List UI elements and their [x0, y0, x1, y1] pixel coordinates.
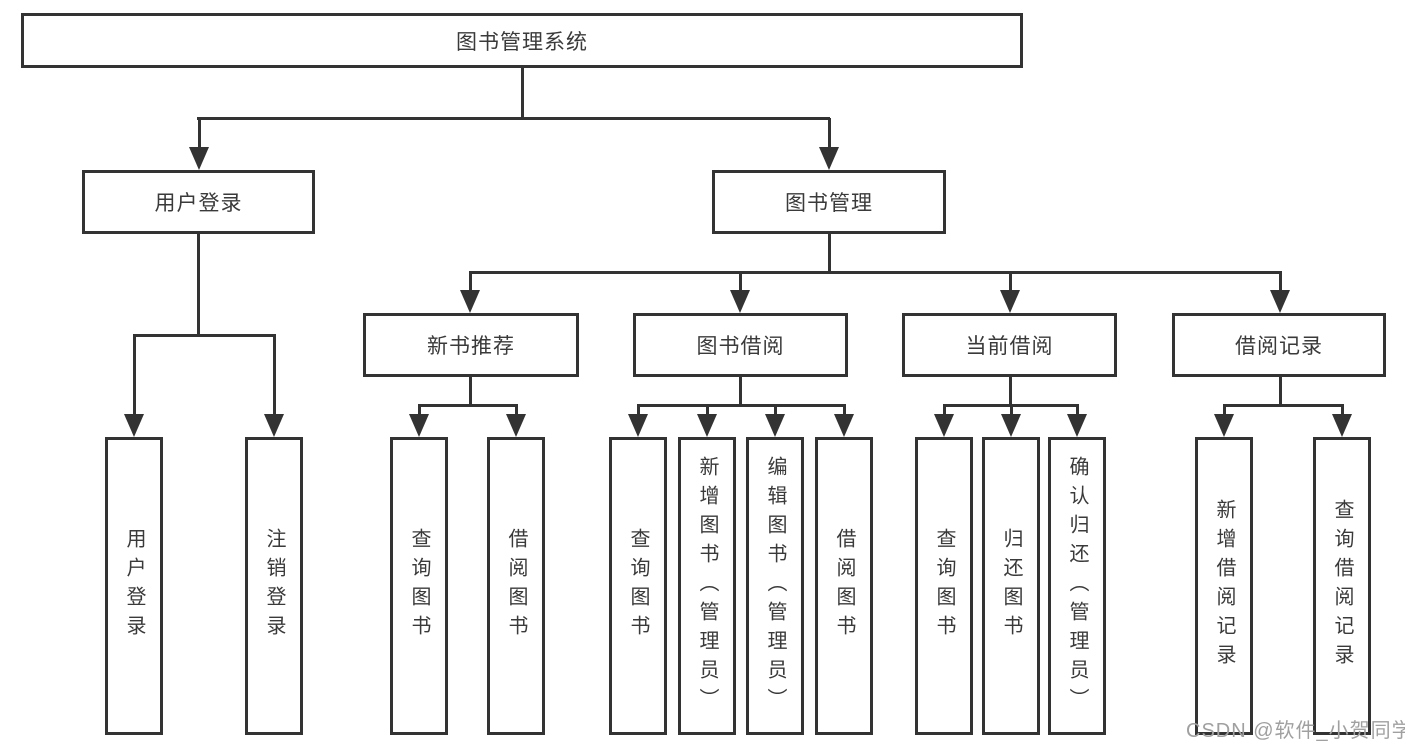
node-borrow-records: 借阅记录 — [1172, 313, 1386, 377]
connector-line-horizontal — [133, 334, 276, 337]
connector-line-vertical — [521, 68, 524, 118]
leaf-borrow-book-label: 借阅图书 — [833, 528, 855, 644]
leaf-edit-book-admin: 编辑图书（管理员） — [746, 437, 804, 735]
leaf-confirm-return-admin-label: 确认归还（管理员） — [1066, 455, 1088, 717]
connector-line-vertical — [739, 376, 742, 407]
leaf-edit-book-admin-label: 编辑图书（管理员） — [764, 455, 786, 717]
leaf-borrow-book-recommend-label: 借阅图书 — [505, 528, 527, 644]
leaf-query-borrow-record-label: 查询借阅记录 — [1331, 499, 1353, 673]
connector-line-vertical — [197, 233, 200, 337]
connector-line-vertical — [1279, 272, 1282, 293]
leaf-add-book-admin-label: 新增图书（管理员） — [696, 455, 718, 717]
leaf-logout-label: 注销登录 — [263, 528, 285, 644]
connector-line-vertical — [774, 405, 777, 419]
arrowhead-down-icon — [834, 414, 854, 437]
arrowhead-down-icon — [819, 147, 839, 170]
connector-line-vertical — [706, 405, 709, 419]
node-current-borrow-label: 当前借阅 — [965, 335, 1054, 358]
connector-line-vertical — [1341, 405, 1344, 419]
node-current-borrow: 当前借阅 — [902, 313, 1117, 377]
leaf-borrow-book-recommend: 借阅图书 — [487, 437, 545, 735]
arrowhead-down-icon — [506, 414, 526, 437]
arrowhead-down-icon — [934, 414, 954, 437]
leaf-add-borrow-record: 新增借阅记录 — [1195, 437, 1253, 735]
node-book-management-label: 图书管理 — [785, 192, 873, 215]
leaf-query-book-current-label: 查询图书 — [933, 528, 955, 644]
arrowhead-down-icon — [1270, 290, 1290, 313]
node-user-login-label: 用户登录 — [154, 192, 243, 215]
node-book-borrow-label: 图书借阅 — [696, 335, 785, 358]
leaf-query-book-recommend: 查询图书 — [390, 437, 448, 735]
node-new-book-recommend: 新书推荐 — [363, 313, 579, 377]
connector-line-horizontal — [943, 404, 1079, 407]
node-book-borrow: 图书借阅 — [633, 313, 848, 377]
connector-line-vertical — [198, 118, 201, 150]
connector-line-vertical — [469, 376, 472, 407]
leaf-query-book-borrow-label: 查询图书 — [627, 528, 649, 644]
leaf-query-book-recommend-label: 查询图书 — [408, 528, 430, 644]
arrowhead-down-icon — [697, 414, 717, 437]
connector-line-vertical — [637, 405, 640, 419]
arrowhead-down-icon — [765, 414, 785, 437]
connector-line-horizontal — [1223, 404, 1344, 407]
connector-line-vertical — [1009, 376, 1012, 407]
connector-line-vertical — [843, 405, 846, 419]
connector-line-horizontal — [418, 404, 518, 407]
connector-line-vertical — [1009, 272, 1012, 293]
node-user-login: 用户登录 — [82, 170, 315, 234]
connector-line-vertical — [133, 335, 136, 419]
node-book-management: 图书管理 — [712, 170, 946, 234]
node-borrow-records-label: 借阅记录 — [1235, 335, 1323, 358]
connector-line-vertical — [943, 405, 946, 419]
connector-line-vertical — [828, 234, 831, 274]
leaf-add-book-admin: 新增图书（管理员） — [678, 437, 736, 735]
arrowhead-down-icon — [460, 290, 480, 313]
arrowhead-down-icon — [264, 414, 284, 437]
node-root: 图书管理系统 — [21, 13, 1023, 68]
connector-line-vertical — [1223, 405, 1226, 419]
connector-line-vertical — [469, 272, 472, 293]
node-new-book-recommend-label: 新书推荐 — [427, 335, 515, 358]
leaf-query-book-current: 查询图书 — [915, 437, 973, 735]
connector-line-vertical — [418, 405, 421, 419]
leaf-return-book: 归还图书 — [982, 437, 1040, 735]
arrowhead-down-icon — [1000, 290, 1020, 313]
leaf-user-login-label: 用户登录 — [123, 528, 145, 644]
arrowhead-down-icon — [1001, 414, 1021, 437]
arrowhead-down-icon — [730, 290, 750, 313]
connector-line-vertical — [515, 405, 518, 419]
connector-line-vertical — [1010, 405, 1013, 419]
arrowhead-down-icon — [124, 414, 144, 437]
arrowhead-down-icon — [1214, 414, 1234, 437]
leaf-borrow-book: 借阅图书 — [815, 437, 873, 735]
leaf-logout: 注销登录 — [245, 437, 303, 735]
leaf-query-borrow-record: 查询借阅记录 — [1313, 437, 1371, 735]
leaf-confirm-return-admin: 确认归还（管理员） — [1048, 437, 1106, 735]
arrowhead-down-icon — [628, 414, 648, 437]
connector-line-vertical — [1279, 376, 1282, 407]
leaf-return-book-label: 归还图书 — [1000, 528, 1022, 644]
connector-line-horizontal — [637, 404, 846, 407]
connector-line-vertical — [828, 118, 831, 150]
connector-line-vertical — [273, 335, 276, 419]
leaf-query-book-borrow: 查询图书 — [609, 437, 667, 735]
connector-line-vertical — [1076, 405, 1079, 419]
watermark: CSDN @软件_小贺同学 — [1186, 720, 1405, 742]
node-root-label: 图书管理系统 — [456, 30, 588, 54]
arrowhead-down-icon — [189, 147, 209, 170]
connector-line-horizontal — [469, 271, 1282, 274]
connector-line-horizontal — [197, 117, 830, 120]
leaf-add-borrow-record-label: 新增借阅记录 — [1213, 499, 1235, 673]
arrowhead-down-icon — [409, 414, 429, 437]
connector-line-vertical — [739, 272, 742, 293]
arrowhead-down-icon — [1067, 414, 1087, 437]
arrowhead-down-icon — [1332, 414, 1352, 437]
leaf-user-login: 用户登录 — [105, 437, 163, 735]
